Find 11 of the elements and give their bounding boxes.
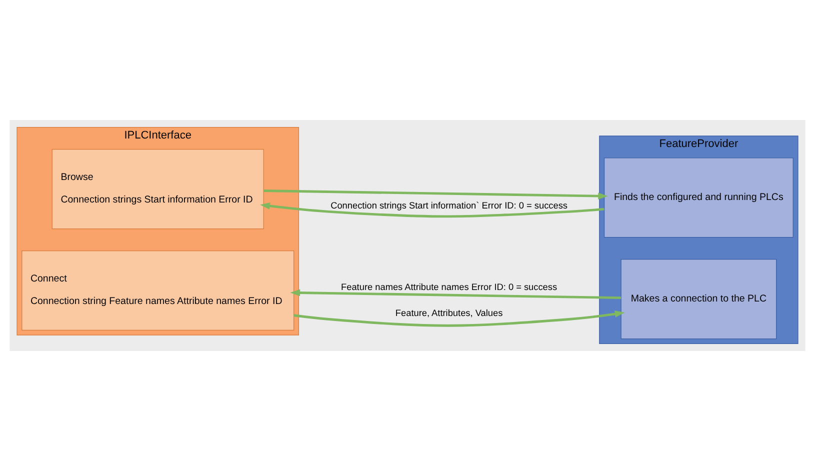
edge-label: Feature names Attribute names Error ID: 0 = success — [341, 282, 558, 292]
arrow — [290, 289, 622, 300]
arrow — [260, 202, 604, 218]
arrow — [264, 190, 608, 200]
arrow — [294, 310, 625, 327]
node-box: Browse Connection strings Start information Error ID — [52, 149, 264, 230]
node-box: Connect Connection string Feature names Attribute names Error ID — [22, 250, 294, 331]
edge-label: Feature, Attributes, Values — [395, 308, 503, 318]
node-box: Makes a connection to the PLC — [620, 259, 777, 340]
edge-label: Connection strings Start information` Error ID: 0 = success — [330, 200, 568, 211]
node-box: Finds the configured and running PLCs — [604, 158, 794, 238]
